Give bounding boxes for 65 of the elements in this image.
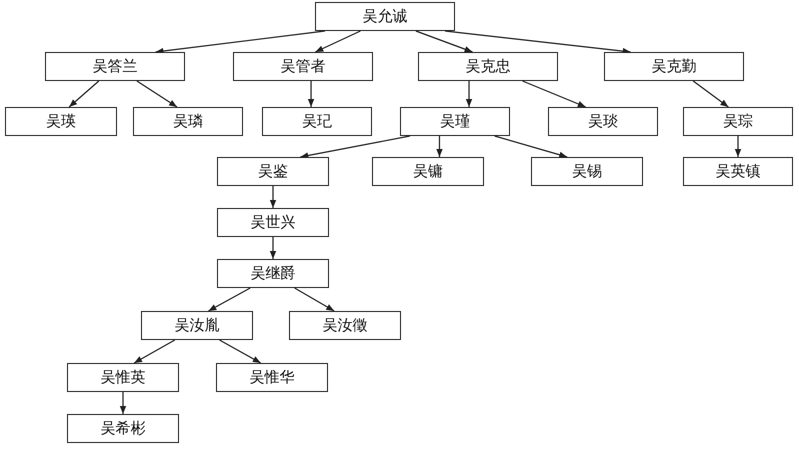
person-name: 吴琰 [588,112,618,131]
name-box [5,107,117,136]
name-box [683,107,793,136]
person-name: 吴琮 [723,112,753,131]
name-box [315,2,455,31]
person-name: 吴管者 [280,57,326,76]
person-name: 吴璘 [173,112,203,131]
name-box [289,311,401,340]
arrow [155,30,326,54]
person-name: 吴英镇 [716,162,760,181]
arrow [294,287,334,312]
person-name: 吴镛 [413,162,443,181]
name-box [262,107,372,136]
person-name: 吴答兰 [92,57,138,76]
person-name: 吴惟华 [250,368,294,387]
name-box [216,363,328,392]
arrow [436,136,443,157]
arrow [300,135,410,159]
arrow [134,339,176,364]
name-box [67,363,179,392]
arrow [208,287,250,312]
arrow [734,136,742,157]
name-box [45,52,185,81]
name-box [217,208,329,237]
arrow [68,80,100,108]
person-name: 吴克忠 [466,57,510,76]
name-box [400,107,510,136]
person-name: 吴玘 [302,112,332,131]
name-box [418,52,558,81]
arrow [692,80,729,108]
name-box [67,414,179,443]
arrow [120,392,126,414]
arrow [308,81,314,107]
arrow [416,30,473,53]
name-box [548,107,658,136]
person-name: 吴希彬 [100,419,146,438]
person-name: 吴世兴 [250,213,296,232]
person-name: 吴惟英 [100,368,146,387]
person-name: 吴汝胤 [174,316,220,335]
person-name: 吴汝徵 [322,316,368,335]
arrow [522,80,586,108]
arrow [270,186,276,208]
arrow [315,30,361,53]
person-name: 吴瑛 [46,112,76,131]
person-name: 吴瑾 [440,112,470,131]
person-name: 吴鉴 [258,162,288,181]
name-box [372,157,484,186]
arrow [219,339,262,364]
arrow [466,81,472,107]
name-box [604,52,744,81]
person-name: 吴允诚 [362,7,408,26]
arrow [136,80,178,108]
name-box [217,157,329,186]
arrow [444,30,631,54]
arrow [270,237,276,259]
name-box [233,52,373,81]
arrow [494,135,568,158]
person-name: 吴继爵 [250,264,296,283]
person-name: 吴克勤 [652,57,696,76]
name-box [133,107,243,136]
person-name: 吴锡 [572,162,602,181]
name-box [531,157,643,186]
name-box [683,157,793,186]
name-box [141,311,253,340]
name-box [217,259,329,288]
